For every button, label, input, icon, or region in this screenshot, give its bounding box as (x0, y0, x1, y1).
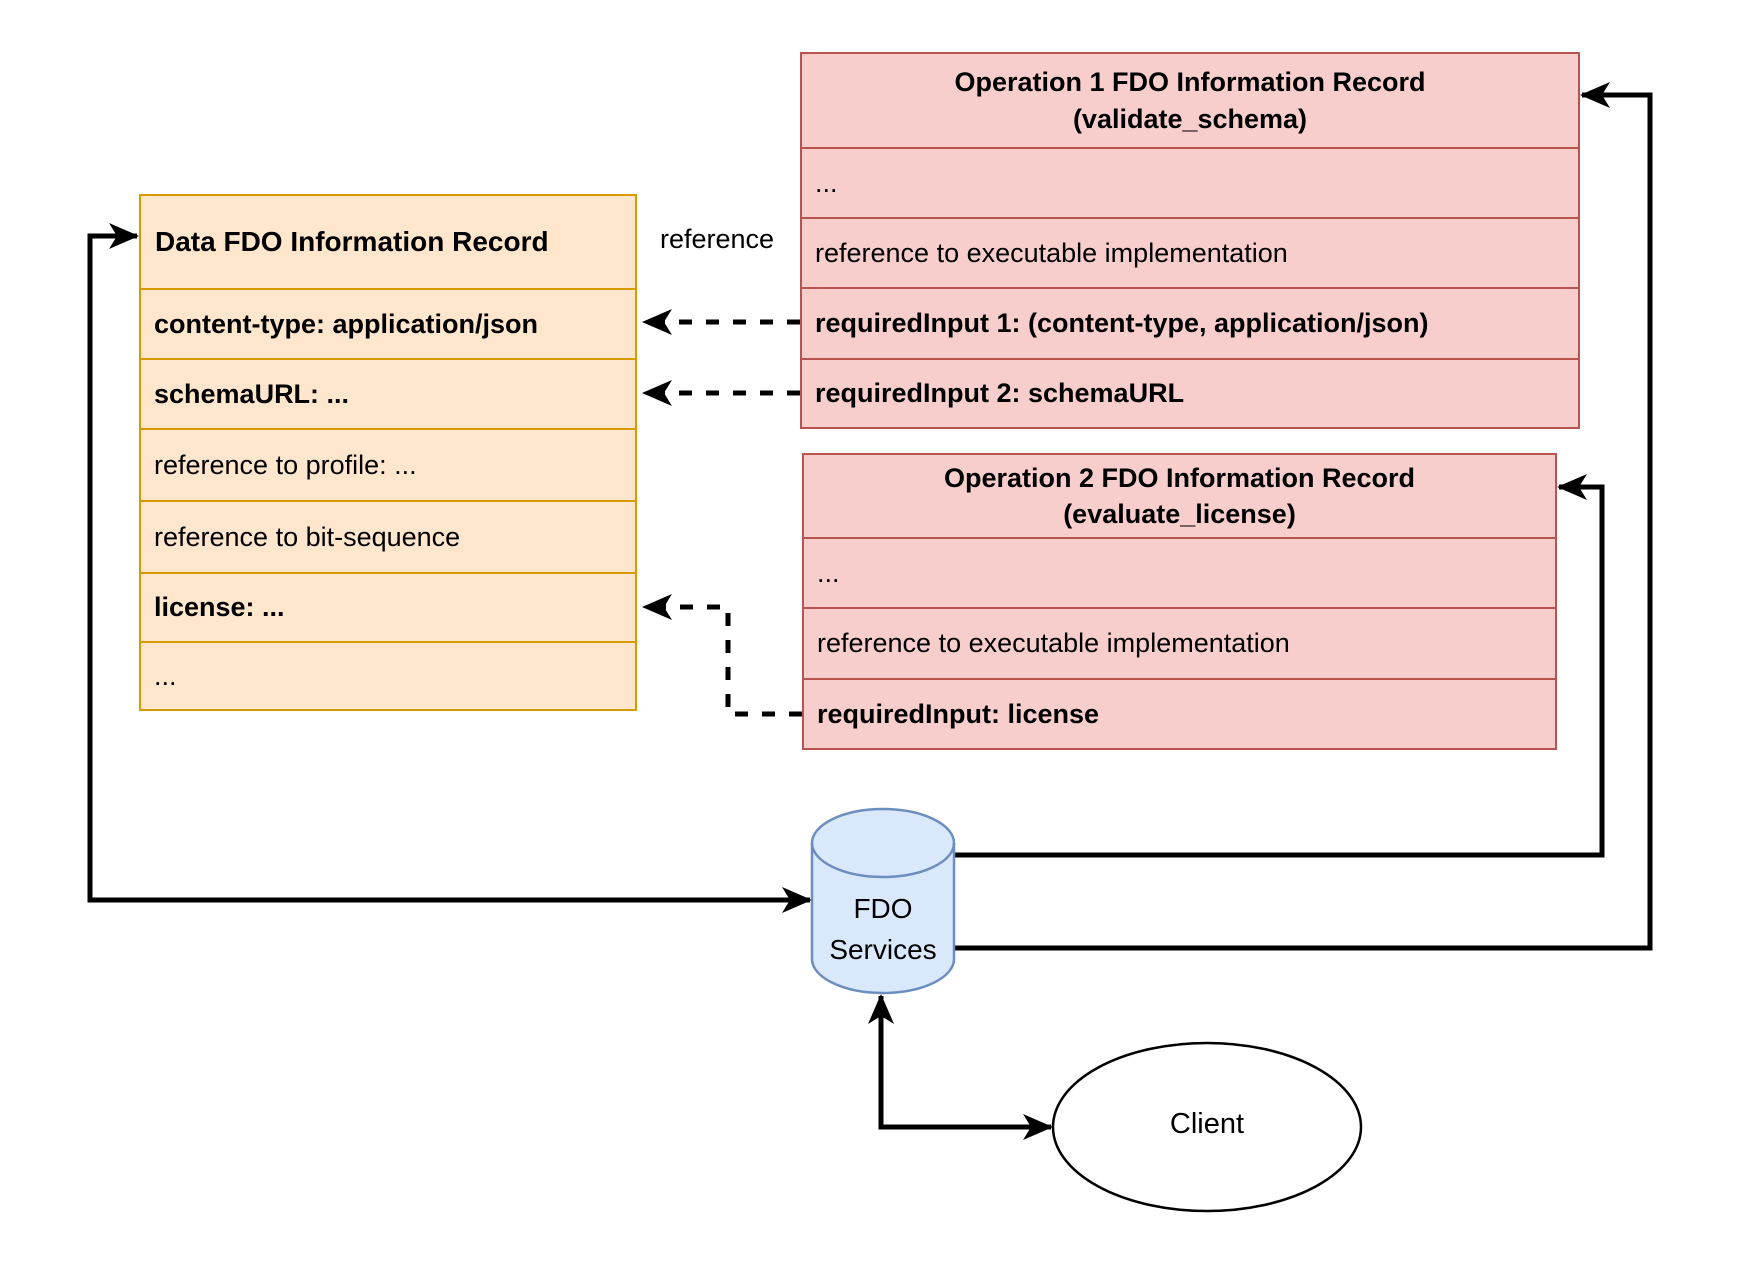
connector-services-client (868, 994, 1053, 1140)
record-row-ellipsis: ... (804, 537, 1555, 607)
record-row-reference-bitsequence: reference to bit-sequence (141, 500, 635, 572)
record-row-reference-executable: reference to executable implementation (802, 217, 1578, 287)
operation1-record-title: Operation 1 FDO Information Record (vali… (802, 54, 1578, 147)
fdo-services-label: FDO Services (829, 893, 937, 965)
operation1-subtitle-line: (validate_schema) (1072, 103, 1308, 134)
record-row-ellipsis: ... (802, 147, 1578, 217)
record-row-schemaurl: schemaURL: ... (141, 358, 635, 428)
fdo-services-cylinder-top-arc (810, 842, 956, 879)
fdo-services-cylinder (810, 807, 956, 995)
connector-services-operation1 (954, 82, 1653, 951)
record-row-content-type: content-type: application/json (141, 288, 635, 358)
client-label: Client (1169, 1108, 1245, 1140)
record-row-ellipsis: ... (141, 641, 635, 709)
connector-services-operation2 (954, 474, 1605, 858)
client-ellipse (1051, 1041, 1363, 1213)
operation2-title-line: Operation 2 FDO Information Record (943, 462, 1416, 493)
record-row-requiredinput2: requiredInput 2: schemaURL (802, 358, 1578, 427)
record-row-reference-profile: reference to profile: ... (141, 428, 635, 500)
record-row-requiredinput-license: requiredInput: license (804, 678, 1555, 748)
reference-label: reference (659, 224, 775, 254)
data-fdo-record-title: Data FDO Information Record (155, 226, 549, 257)
operation1-record: Operation 1 FDO Information Record (vali… (800, 52, 1580, 429)
connector-services-datafdo (87, 223, 812, 913)
operation2-record: Operation 2 FDO Information Record (eval… (802, 453, 1557, 750)
operation2-record-title: Operation 2 FDO Information Record (eval… (804, 455, 1555, 537)
operation1-title-line: Operation 1 FDO Information Record (954, 67, 1426, 98)
operation2-subtitle-line: (evaluate_license) (1063, 499, 1296, 529)
record-row-reference-executable: reference to executable implementation (804, 607, 1555, 678)
data-fdo-record: Data FDO Information Record content-type… (139, 194, 637, 711)
record-row-license: license: ... (141, 572, 635, 641)
record-row-requiredinput1: requiredInput 1: (content-type, applicat… (802, 287, 1578, 358)
connector-requiredinput-license (642, 594, 802, 717)
